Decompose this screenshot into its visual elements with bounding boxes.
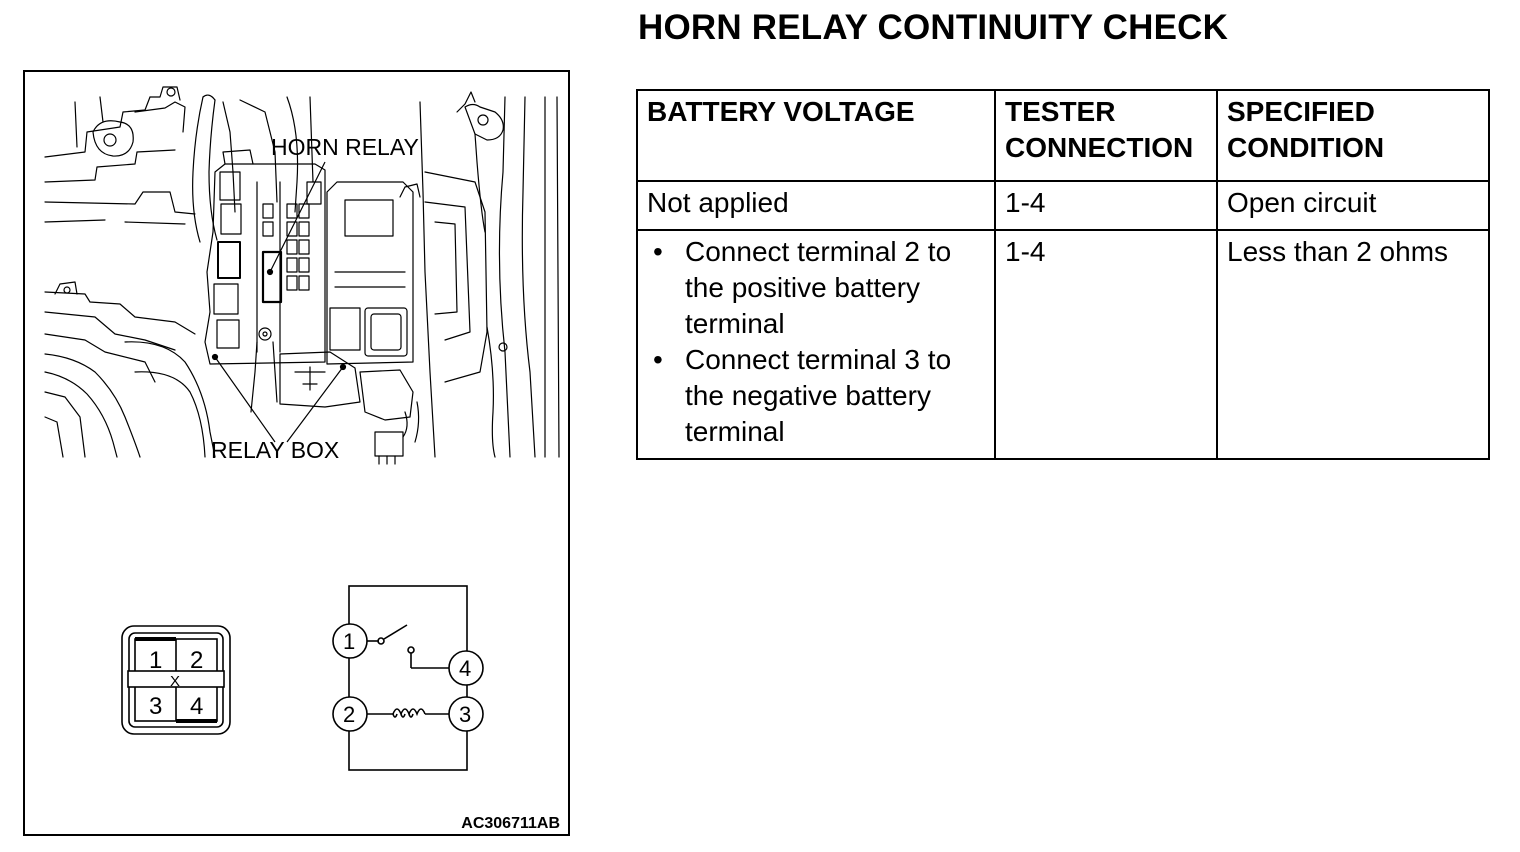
illustration-canvas: HORN RELAY RELAY BOX 1 2 3 4 X xyxy=(44,86,560,771)
relay-connector: 1 2 3 4 X xyxy=(121,625,231,735)
header-battery-voltage: BATTERY VOLTAGE xyxy=(636,89,996,182)
fuse-grid xyxy=(262,181,322,291)
horn-relay-illustration: HORN RELAY RELAY BOX 1 2 3 4 X xyxy=(23,70,570,836)
connector-center-mark: X xyxy=(170,673,180,690)
relay-schematic xyxy=(332,585,484,771)
battery-voltage-steps: Connect terminal 2 to the positive batte… xyxy=(647,234,986,450)
header-specified-condition: SPECIFIED CONDITION xyxy=(1216,89,1490,182)
cell-battery-voltage: Not applied xyxy=(636,180,996,231)
header-tester-connection: TESTER CONNECTION xyxy=(994,89,1218,182)
horn-relay-leader xyxy=(269,161,326,273)
connector-terminal-1: 1 xyxy=(149,647,162,674)
relay-box-label: RELAY BOX xyxy=(211,437,339,463)
callout-leaders xyxy=(211,161,347,443)
continuity-check-table: BATTERY VOLTAGE TESTER CONNECTION SPECIF… xyxy=(636,89,1490,460)
cell-battery-voltage: Connect terminal 2 to the positive batte… xyxy=(636,229,996,460)
relay-box-leader-2 xyxy=(286,366,344,443)
page-title: HORN RELAY CONTINUITY CHECK xyxy=(638,8,1229,47)
table-header-row: BATTERY VOLTAGE TESTER CONNECTION SPECIF… xyxy=(636,89,1490,182)
connector-terminal-3: 3 xyxy=(149,693,162,720)
schematic-terminal-4: 4 xyxy=(459,656,471,681)
schematic-terminal-3: 3 xyxy=(459,702,471,727)
table-row: Connect terminal 2 to the positive batte… xyxy=(636,229,1490,460)
relay-box-leader-1 xyxy=(214,356,276,443)
cell-specified-condition: Less than 2 ohms xyxy=(1216,229,1490,460)
cell-tester-connection: 1-4 xyxy=(994,229,1218,460)
horn-relay-label: HORN RELAY xyxy=(271,134,419,160)
list-item: Connect terminal 2 to the positive batte… xyxy=(653,234,986,342)
table-row: Not applied 1-4 Open circuit xyxy=(636,180,1490,231)
connector-terminal-2: 2 xyxy=(190,647,203,674)
engine-compartment-drawing xyxy=(44,86,560,465)
schematic-terminal-1: 1 xyxy=(343,629,355,654)
cell-specified-condition: Open circuit xyxy=(1216,180,1490,231)
connector-terminal-4: 4 xyxy=(190,693,203,720)
cell-tester-connection: 1-4 xyxy=(994,180,1218,231)
figure-id: AC306711AB xyxy=(461,815,560,832)
list-item: Connect terminal 3 to the negative batte… xyxy=(653,342,986,450)
schematic-terminal-2: 2 xyxy=(343,702,355,727)
horn-relay-part xyxy=(261,250,283,304)
